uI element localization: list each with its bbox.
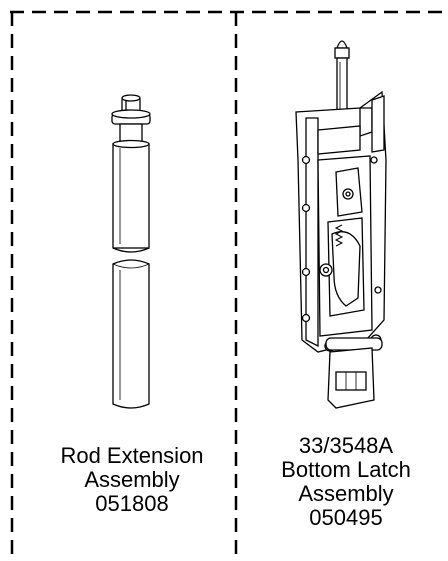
rod-extension-caption: Rod Extension Assembly 051808 [38,444,226,516]
bottom-latch-caption: 33/3548A Bottom Latch Assembly 050495 [244,434,448,530]
part-model: 33/3548A [298,433,394,458]
part-name: Rod Extension [60,443,204,468]
part-descriptor: Assembly [84,467,180,492]
part-name: Bottom Latch [281,457,411,482]
bottom-latch-illustration [295,40,387,409]
part-number: 050495 [309,505,383,530]
dashed-frame [10,10,448,561]
part-number: 051808 [95,491,169,516]
rod-extension-illustration [111,94,151,409]
part-descriptor: Assembly [298,481,394,506]
